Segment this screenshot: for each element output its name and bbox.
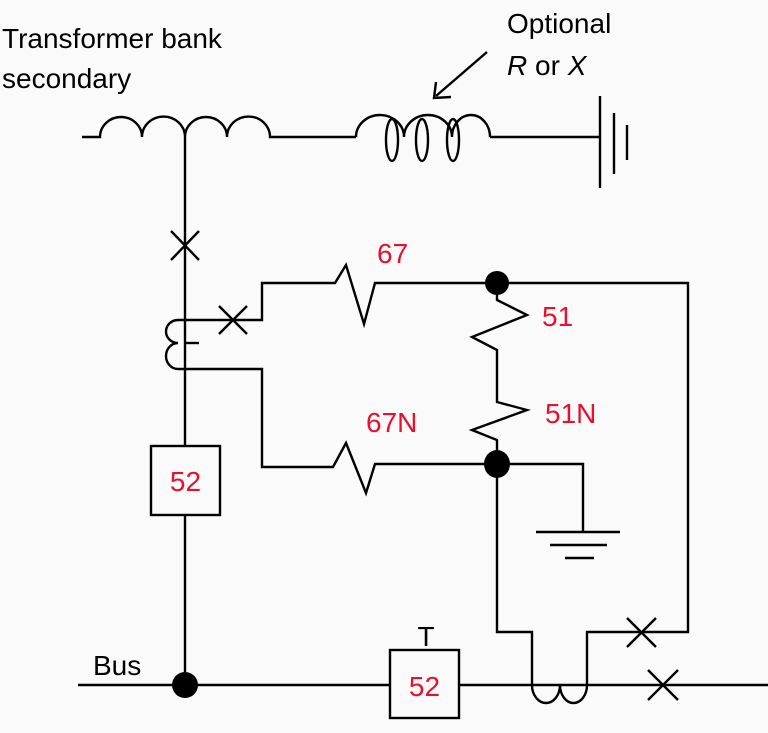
- polarity-mark-x-icon: [170, 230, 200, 261]
- grounding-reactor: [354, 113, 600, 163]
- polarity-mark-x-icon: [626, 617, 657, 648]
- junction-node: [485, 271, 509, 295]
- relay-67-label: 67: [377, 238, 408, 269]
- main-breaker-label: 52: [170, 466, 201, 497]
- tie-breaker-52t: 52 T: [388, 621, 461, 720]
- source-label-line2: secondary: [2, 63, 131, 94]
- source-label-line1: Transformer bank: [2, 23, 223, 54]
- optional-label: Optional: [507, 8, 611, 39]
- polarity-mark-x-icon: [647, 669, 679, 701]
- relay-51-label: 51: [542, 301, 573, 332]
- ground-symbol: [536, 530, 620, 560]
- optional-arrow-icon: [432, 51, 488, 100]
- junction-node: [484, 450, 510, 478]
- main-breaker-52: 52: [149, 444, 222, 517]
- tie-breaker-label: 52: [409, 671, 440, 702]
- ground-lead: [497, 462, 585, 531]
- bus-junction-node: [172, 672, 198, 698]
- relay-67n-label: 67N: [366, 407, 417, 438]
- ground-symbol-top: [598, 96, 629, 188]
- transformer-winding: [82, 115, 356, 139]
- tie-breaker-tag: T: [417, 621, 434, 652]
- polarizing-lead: [495, 464, 534, 685]
- optional-rx-label: R or X: [507, 50, 588, 81]
- bus-current-transformer: [530, 684, 589, 705]
- relay-51n-label: 51N: [545, 398, 596, 429]
- polarity-mark-x-icon: [218, 305, 248, 335]
- feeder-current-transformer: [164, 262, 690, 685]
- relay-51-coil: [468, 283, 531, 464]
- bus-label: Bus: [93, 650, 141, 681]
